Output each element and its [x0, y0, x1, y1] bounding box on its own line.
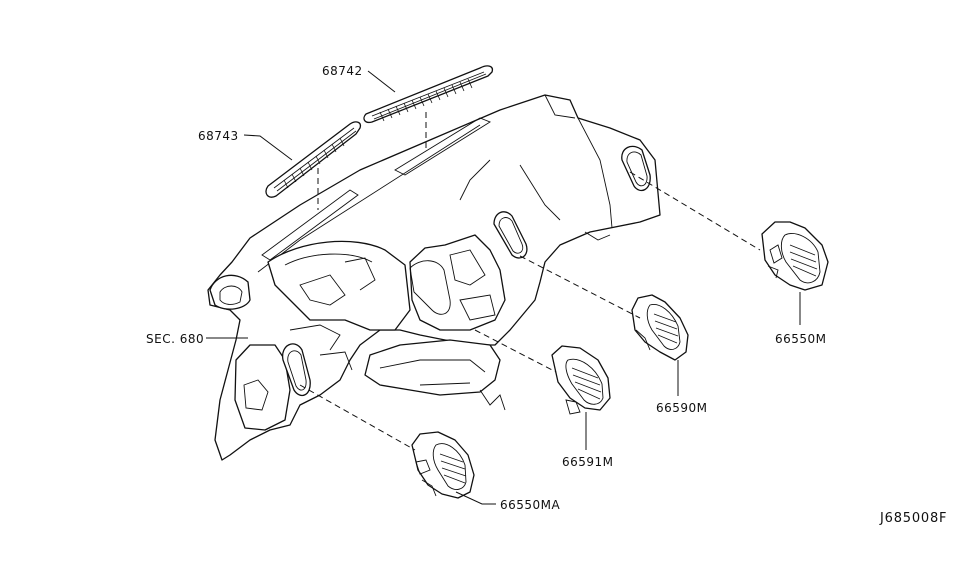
defroster-grille-68742	[363, 65, 494, 124]
callout-66591m: 66591M	[562, 455, 614, 469]
callout-66550m: 66550M	[775, 332, 827, 346]
leader-lines	[206, 70, 801, 505]
callout-66550ma: 66550MA	[500, 498, 561, 512]
vent-66590m	[631, 294, 689, 361]
defroster-grille-68743	[265, 121, 362, 198]
callout-labels: 68742 68743 SEC. 680 66550M 66590M 66591…	[146, 64, 827, 512]
installation-lines	[299, 112, 761, 451]
callout-66590m: 66590M	[656, 401, 708, 415]
vent-66591m	[551, 345, 611, 415]
diagram-reference-code: J685008F	[879, 511, 947, 526]
callout-68743: 68743	[198, 129, 239, 143]
vent-66550m	[761, 221, 829, 291]
callout-68742: 68742	[322, 64, 363, 78]
vent-66550ma	[411, 431, 475, 499]
callout-sec-680: SEC. 680	[146, 332, 204, 346]
